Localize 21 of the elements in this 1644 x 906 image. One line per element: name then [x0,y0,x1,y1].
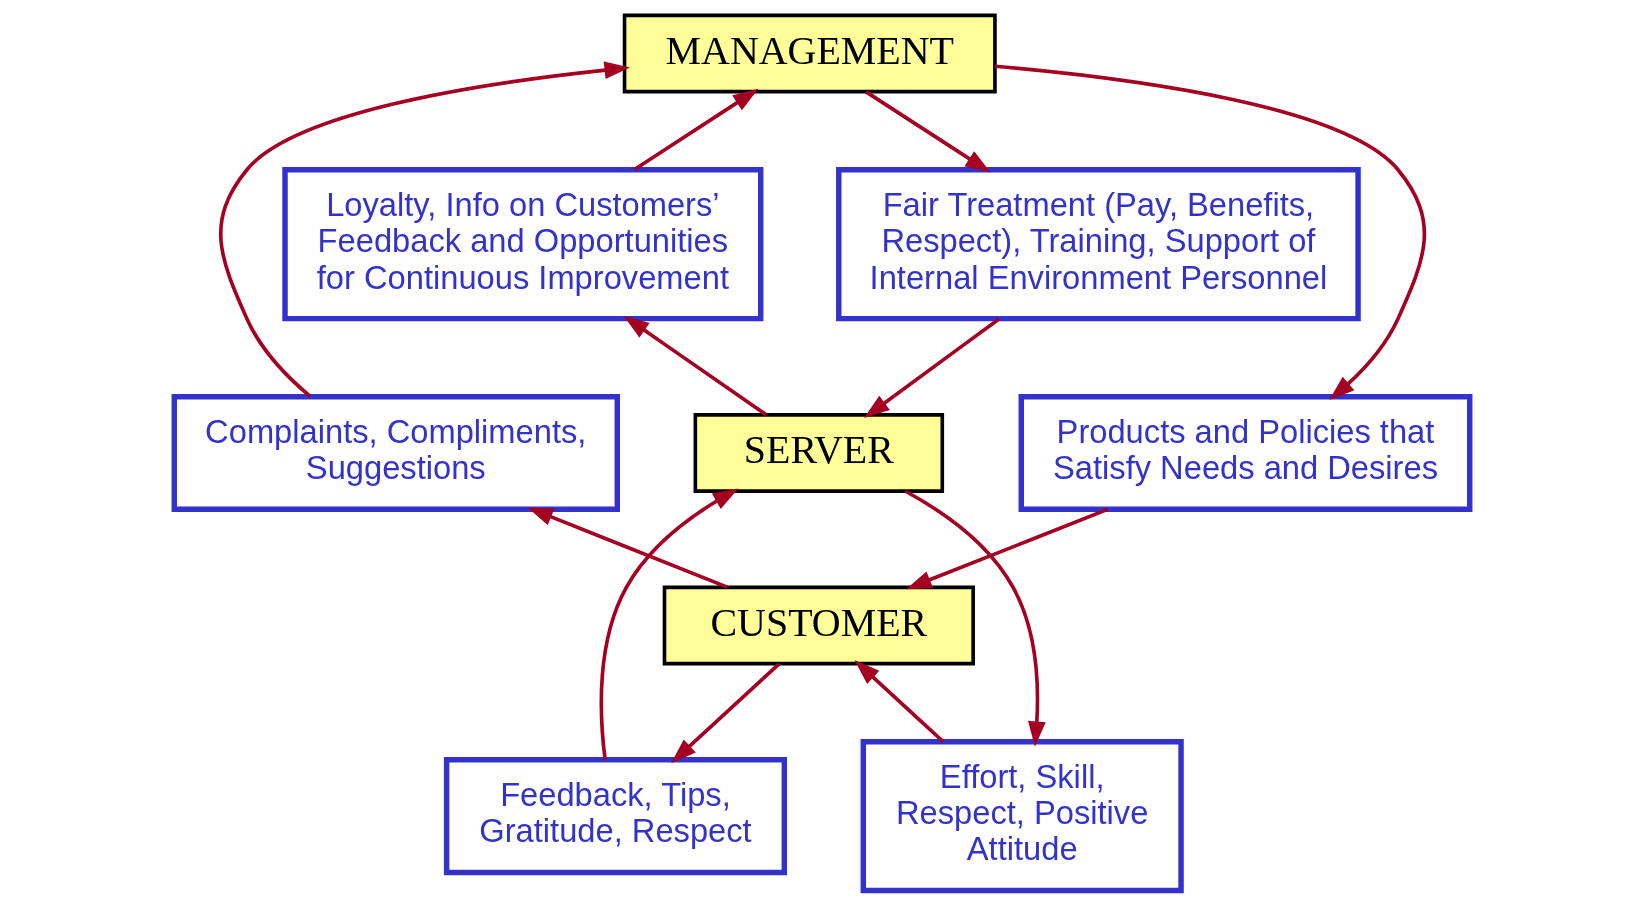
node-box: Effort, Skill, Respect, Positive Attitude [860,738,1184,894]
arrow [904,489,1046,747]
node-box: Complaints, Compliments, Suggestions [171,394,620,512]
arrow [219,61,630,398]
node-box: CUSTOMER [662,585,975,666]
node-box: MANAGEMENT [622,13,997,94]
arrow [623,315,768,417]
arrow [864,317,1001,418]
arrow [671,662,781,764]
arrow [994,64,1427,401]
arrow [854,660,945,743]
arrow [906,507,1109,590]
node-box: Loyalty, Info on Customers’ Feedback and Opportunities for Continuous Improvement [282,167,764,322]
node-box: Fair Treatment (Pay, Benefits, Respect), Training, Support of Internal Environment Personnel [836,167,1361,322]
arrow [633,88,759,172]
node-box: Products and Policies that Satisfy Needs and Desires [1018,394,1473,512]
arrow [599,488,739,760]
node-box: Feedback, Tips, Gratitude, Respect [443,757,788,876]
arrow [865,90,991,173]
node-box: SERVER [693,413,945,493]
arrow [527,507,728,589]
